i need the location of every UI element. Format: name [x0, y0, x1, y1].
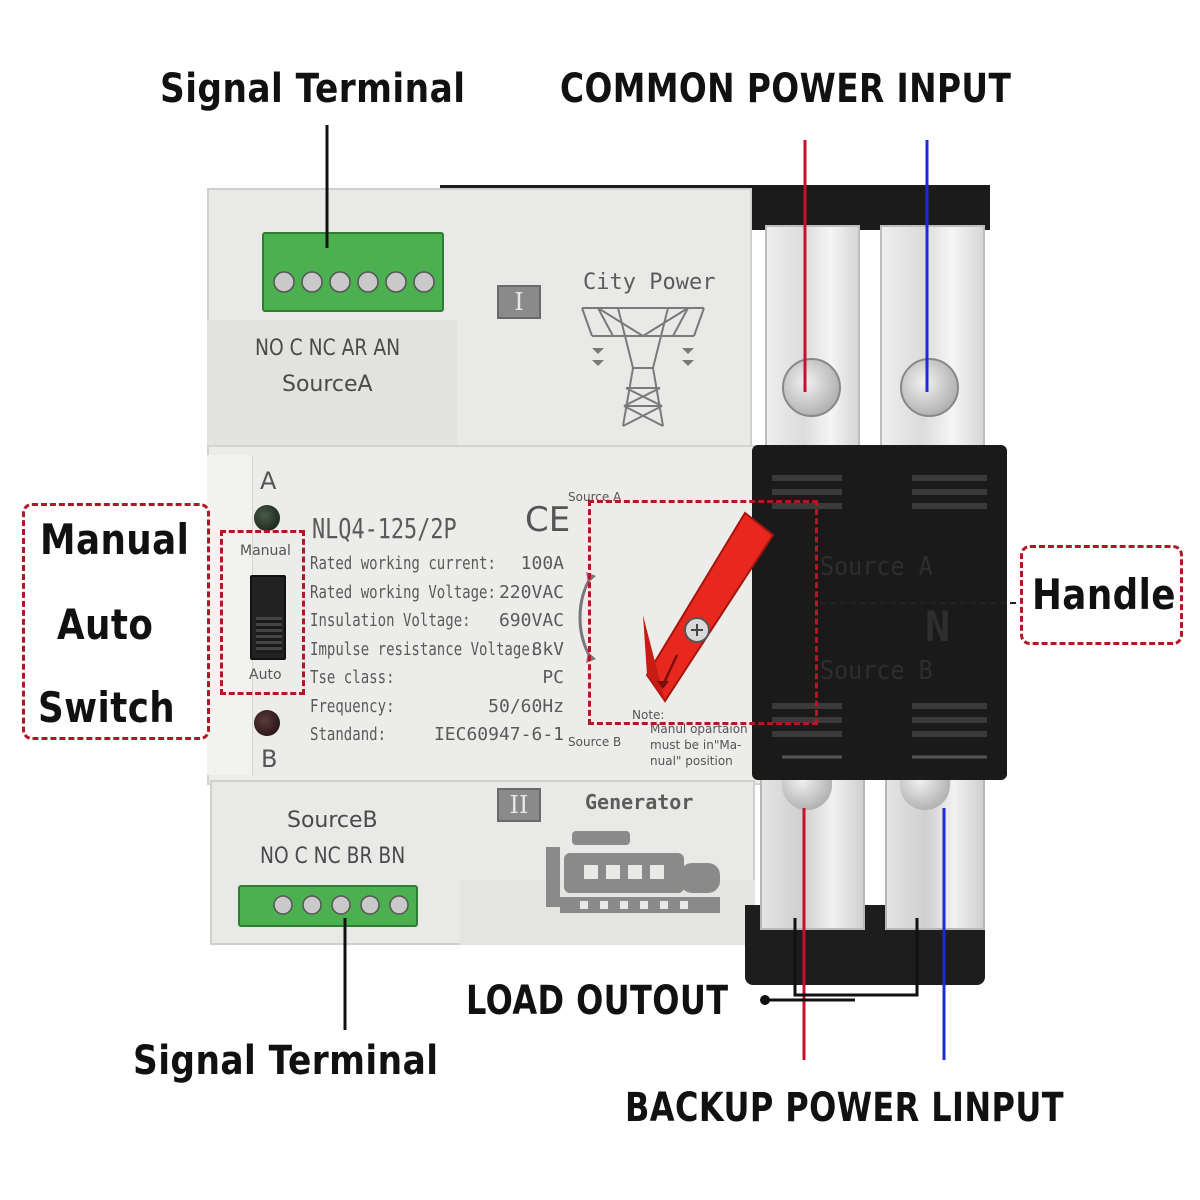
callout-manual: Manual	[40, 515, 190, 564]
mark-one-box: I	[497, 285, 541, 319]
spec-value-standard: IEC60947-6-1	[433, 724, 564, 745]
mark-two-box: II	[497, 788, 541, 822]
handle-area-box	[588, 500, 818, 725]
panel-source-b-text: Source B	[820, 656, 933, 686]
spec-value-class: PC	[542, 667, 564, 688]
callout-signal-terminal-top: Signal Terminal	[160, 66, 466, 112]
panel-n-text: N	[925, 602, 951, 651]
spec-value-impulse: 8kV	[531, 638, 564, 660]
spec-values: 100A 220VAC 690VAC 8kV PC 50/60Hz IEC609…	[434, 550, 564, 750]
manual-auto-slider[interactable]	[250, 575, 286, 660]
middle-lip-left	[207, 455, 253, 775]
generator-icon	[546, 831, 720, 913]
load-output-dot	[760, 995, 770, 1005]
callout-backup-power-input: BACKUP POWER LINPUT	[625, 1085, 1064, 1131]
panel-vents	[772, 475, 987, 759]
spec-value-frequency: 50/60Hz	[488, 695, 564, 717]
upper-screw-left	[782, 358, 841, 417]
callout-auto: Auto	[57, 600, 154, 649]
manual-auto-switch-box	[220, 530, 305, 695]
city-power-label: City Power	[583, 270, 716, 295]
signal-terminal-block-bottom	[238, 885, 418, 927]
spec-label-class: Tse class:	[310, 667, 395, 688]
terminal-a-labels: NO C NC AR AN	[255, 336, 401, 361]
generator-label: Generator	[585, 790, 694, 814]
slider-grip	[256, 617, 282, 653]
spec-value-insulation: 690VAC	[498, 610, 564, 631]
handle-callout-box	[1020, 545, 1183, 645]
spec-label-current: Rated working current:	[310, 553, 496, 574]
top-module-shadow	[207, 320, 457, 450]
panel-source-a-text: Source A	[820, 552, 933, 582]
signal-terminal-block-top	[262, 232, 444, 312]
ce-mark: CE	[525, 500, 571, 540]
power-tower-icon	[581, 307, 705, 427]
red-handle-icon[interactable]	[625, 505, 785, 705]
manual-auto-callout-box	[22, 503, 210, 740]
note-line-1: Manul opartaion	[650, 722, 748, 736]
callout-handle: Handle	[1032, 570, 1176, 619]
spec-label-impulse: Impulse resistance Voltage:	[310, 638, 539, 660]
load-output-bracket	[793, 918, 919, 997]
upper-screw-right	[900, 358, 959, 417]
switch-manual-label: Manual	[240, 543, 291, 559]
spec-label-insulation: Insulation Voltage:	[310, 610, 471, 631]
switch-auto-label: Auto	[249, 667, 282, 683]
spec-label-frequency: Frequency:	[310, 695, 395, 717]
note-title: Note:	[632, 708, 665, 722]
callout-signal-terminal-bottom: Signal Terminal	[133, 1038, 439, 1084]
led-a-indicator	[254, 505, 280, 531]
terminal-b-labels: NO C NC BR BN	[260, 844, 406, 869]
signal-terminal-screws-top	[273, 271, 435, 293]
callout-common-power-input: COMMON POWER INPUT	[560, 66, 1012, 112]
spec-value-voltage: 220VAC	[498, 581, 564, 603]
note-line-2: must be in"Ma-	[650, 738, 742, 752]
handle-source-b-label: Source B	[568, 735, 622, 749]
spec-label-voltage: Rated working Voltage:	[310, 581, 496, 603]
mark-two-text: II	[509, 791, 529, 819]
source-a-label: SourceA	[282, 372, 373, 397]
led-a-label: A	[260, 467, 277, 495]
led-b-label: B	[261, 745, 278, 773]
signal-terminal-screws-bottom	[273, 895, 409, 915]
spec-list: Rated working current: Rated working Vol…	[310, 550, 564, 760]
note-line-3: nual" position	[650, 754, 733, 768]
callout-load-output: LOAD OUTOUT	[466, 978, 729, 1024]
callout-switch: Switch	[38, 683, 176, 732]
source-b-label: SourceB	[287, 808, 378, 833]
spec-value-current: 100A	[520, 553, 564, 574]
led-b-indicator	[254, 710, 280, 736]
mark-one-text: I	[514, 288, 524, 316]
model-label: NLQ4-125/2P	[312, 512, 457, 545]
spec-labels: Rated working current: Rated working Vol…	[310, 550, 538, 750]
spec-label-standard: Standand:	[310, 724, 387, 745]
